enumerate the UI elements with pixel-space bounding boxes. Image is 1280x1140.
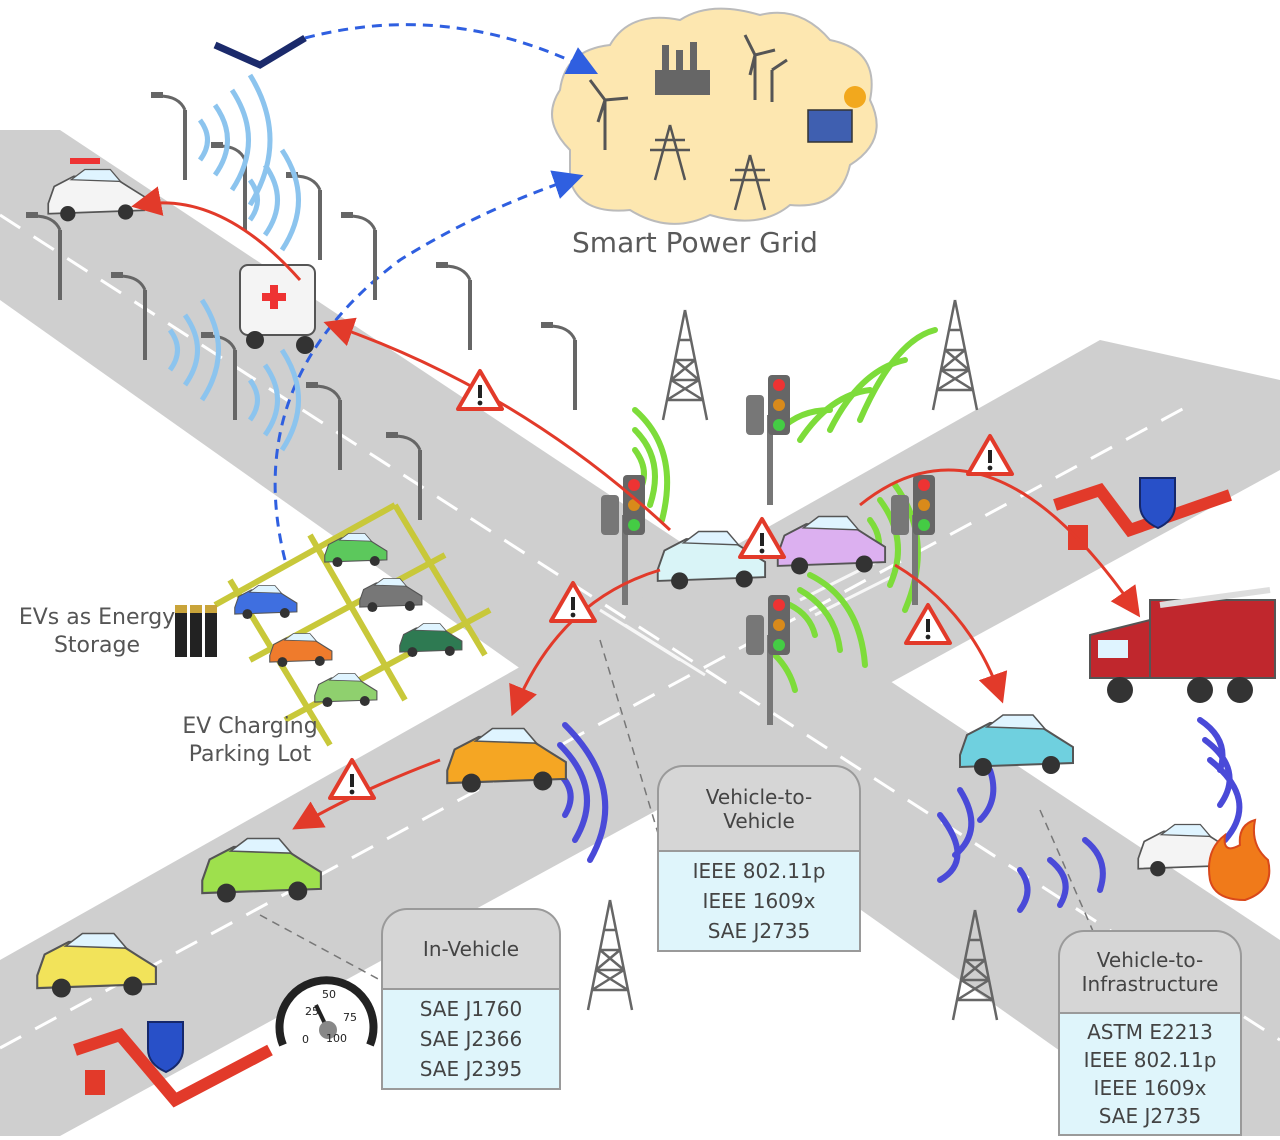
- v2v-title-line-2: Vehicle: [723, 808, 795, 833]
- v2v-item: SAE J2735: [707, 919, 811, 943]
- smart-grid-cloud: [551, 7, 878, 225]
- svg-text:50: 50: [322, 988, 336, 1001]
- roadside-unit-top: [213, 34, 307, 69]
- v2v-title-line-1: Vehicle-to-: [705, 784, 813, 809]
- in-vehicle-item: SAE J1760: [419, 997, 523, 1021]
- in-vehicle-item: SAE J2366: [419, 1027, 523, 1051]
- svg-text:0: 0: [302, 1033, 309, 1046]
- smart-power-grid-label: Smart Power Grid: [572, 226, 818, 259]
- road-cross: [0, 340, 1280, 1136]
- svg-text:100: 100: [326, 1032, 347, 1045]
- v2i-box-items: ASTM E2213 IEEE 802.11p IEEE 1609x SAE J…: [1058, 1012, 1242, 1136]
- fire-icon: [1208, 818, 1271, 902]
- vehicles: [36, 158, 1236, 999]
- street-wave: [167, 73, 301, 452]
- v2i-standards-box: Vehicle-to-Infrastructure ASTM E2213 IEE…: [1058, 930, 1242, 1136]
- v2i-box-title: Vehicle-to-Infrastructure: [1058, 930, 1242, 1012]
- power-plant-icon: [655, 42, 710, 95]
- in-vehicle-title: In-Vehicle: [422, 937, 520, 961]
- ev-parking-line-2: Parking Lot: [188, 741, 312, 767]
- ev-storage-line-2: Storage: [53, 632, 141, 658]
- v2v-standards-box: Vehicle-to-Vehicle IEEE 802.11p IEEE 160…: [657, 765, 861, 952]
- alert-arrows: [131, 186, 1141, 830]
- wind-turbine-icon: [588, 34, 788, 150]
- grid-link-top: [304, 23, 599, 75]
- police-shield-icon: [1139, 477, 1176, 530]
- v2i-item: SAE J2735: [1098, 1104, 1202, 1128]
- sun-icon: [844, 86, 866, 108]
- v2i-wave: [552, 717, 1243, 913]
- v2v-box-title: Vehicle-to-Vehicle: [657, 765, 861, 850]
- v2i-item: ASTM E2213: [1087, 1020, 1213, 1044]
- in-vehicle-item: SAE J2395: [419, 1057, 523, 1081]
- v2i-title-line-1: Vehicle-to-: [1096, 948, 1204, 972]
- police-station-left: [73, 1028, 273, 1108]
- svg-text:75: 75: [343, 1011, 357, 1024]
- v2i-title-line-2: Infrastructure: [1081, 972, 1219, 996]
- speedometer-icon: 25 50 75 0 100: [275, 976, 378, 1047]
- v2v-item: IEEE 1609x: [702, 889, 816, 913]
- in-vehicle-box-title: In-Vehicle: [381, 908, 561, 988]
- in-vehicle-box-items: SAE J1760 SAE J2366 SAE J2395: [381, 988, 561, 1090]
- ev-parking-line-1: EV Charging: [182, 714, 318, 739]
- in-vehicle-standards-box: In-Vehicle SAE J1760 SAE J2366 SAE J2395: [381, 908, 561, 1090]
- ev-parking-label: EV Charging Parking Lot: [150, 713, 350, 768]
- v2i-item: IEEE 802.11p: [1083, 1048, 1217, 1072]
- police-car-lights: [70, 158, 100, 164]
- ev-storage-label: EVs as Energy Storage: [2, 604, 192, 659]
- solar-panel-icon: [807, 109, 853, 143]
- grid-link-parking: [273, 170, 584, 561]
- v2i-item: IEEE 1609x: [1093, 1076, 1207, 1100]
- v2v-box-items: IEEE 802.11p IEEE 1609x SAE J2735: [657, 850, 861, 952]
- fire-truck: [1089, 587, 1276, 703]
- police-shield-icon: [147, 1021, 184, 1074]
- ev-storage-line-1: EVs as Energy: [18, 605, 176, 630]
- transmission-tower-icon: [650, 124, 770, 211]
- v2v-item: IEEE 802.11p: [692, 859, 826, 883]
- svg-text:25: 25: [305, 1005, 319, 1018]
- battery-icon: [175, 605, 217, 657]
